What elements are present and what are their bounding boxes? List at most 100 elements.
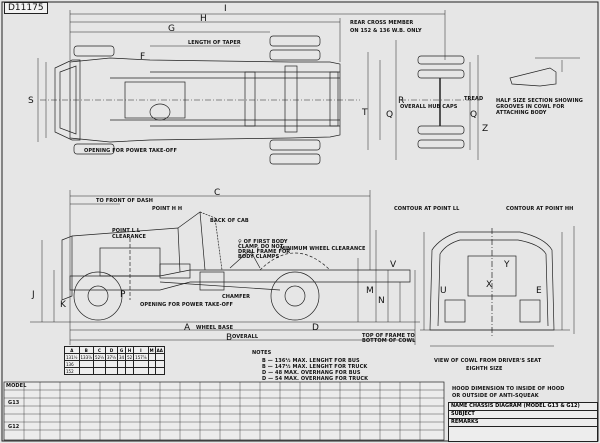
dim-letter-c: C: [214, 188, 221, 198]
cell: [133, 367, 149, 375]
table-row: 136: [64, 360, 165, 368]
to-front-of-dash-label: TO FRONT OF DASH: [96, 198, 154, 204]
cell: 34: [116, 353, 127, 361]
cell: 157⅞: [133, 353, 149, 361]
dim-letter-e: E: [536, 286, 542, 296]
col-d: D: [105, 346, 118, 354]
tread-label: TREAD: [464, 96, 484, 102]
half-size-section-label: HALF SIZE SECTION SHOWING GROOVES IN COW…: [496, 98, 583, 116]
cell: [78, 367, 95, 375]
dim-letter-x: X: [486, 280, 493, 290]
dim-letter-y: Y: [504, 260, 510, 270]
note-1: B — 136½ MAX. LENGHT FOR BUS: [262, 358, 360, 364]
drawing-id: D11175: [4, 2, 48, 14]
eighth-size-label: EIGHTH SIZE: [466, 366, 503, 372]
dim-letter-a: A: [184, 323, 191, 333]
col-b: B: [78, 346, 95, 354]
side-view-chassis: [30, 211, 420, 323]
col-a: A: [64, 346, 80, 354]
dim-letter-t: T: [362, 108, 368, 118]
dim-letter-j: J: [32, 290, 35, 300]
dim-letter-p: P: [120, 290, 126, 300]
dim-letter-s: S: [28, 96, 34, 106]
title-subject: SUBJECT: [449, 411, 597, 419]
cell: [147, 367, 156, 375]
col-h: H: [125, 346, 135, 354]
title-block: NAME CHASSIS DIAGRAM (MODEL G13 & G12) S…: [448, 402, 598, 442]
cell: [147, 360, 156, 368]
col-i: I: [133, 346, 149, 354]
cell: [154, 360, 165, 368]
cell: 52½: [93, 353, 106, 361]
col-g: G: [116, 346, 127, 354]
cell: [125, 360, 135, 368]
title-remarks: REMARKS: [449, 419, 597, 427]
dim-letter-d: D: [312, 323, 319, 333]
contour-point-ll-label: CONTOUR AT POINT LL: [394, 206, 460, 212]
dim-letter-q2: Q: [470, 110, 478, 120]
view-of-cowl-label: VIEW OF COWL FROM DRIVER'S SEAT: [434, 358, 542, 364]
top-view-chassis: [40, 35, 360, 165]
opening-pto-label: OPENING FOR POWER TAKE-OFF: [84, 148, 178, 154]
table-row: 152: [64, 367, 165, 375]
cell: [78, 360, 95, 368]
minimum-wheel-clearance-label: MINIMUM WHEEL CLEARANCE: [280, 246, 366, 252]
model-row-g13: G13: [8, 400, 20, 406]
cell: 52: [125, 353, 135, 361]
cell: [105, 360, 118, 368]
opening-pto-side-label: OPENING FOR POWER TAKE-OFF: [140, 302, 234, 308]
col-m: M: [147, 346, 156, 354]
cowl-view: [420, 226, 575, 347]
cell: 133⅞: [78, 353, 95, 361]
back-of-cab-label: BACK OF CAB: [210, 218, 249, 224]
cell: [116, 360, 127, 368]
dim-letter-b: B: [226, 333, 233, 343]
overall-hub-caps-label: OVERALL HUB CAPS: [400, 104, 458, 110]
dim-letter-g: G: [168, 24, 175, 34]
rear-cross-member-note: ON 152 & 136 W.B. ONLY: [350, 28, 422, 34]
dim-letter-k: K: [60, 300, 66, 310]
half-size-section: [509, 57, 580, 87]
cell: 152: [64, 367, 80, 375]
note-4: D — 54 MAX. OVERHANG FOR TRUCK: [262, 376, 369, 382]
dim-letter-r: R: [398, 96, 405, 106]
title-name: NAME CHASSIS DIAGRAM (MODEL G13 & G12): [449, 403, 597, 411]
rear-cross-member-label: REAR CROSS MEMBER: [350, 20, 414, 26]
cell: [93, 367, 106, 375]
dim-letter-u: U: [440, 286, 447, 296]
cell: [125, 367, 135, 375]
cell: 136: [64, 360, 80, 368]
cell: [147, 353, 156, 361]
chamfer-label: CHAMFER: [222, 294, 251, 300]
dim-letter-f: F: [140, 52, 146, 62]
dim-letter-v: V: [390, 260, 397, 270]
rear-axle-top-view: [400, 55, 480, 149]
cell: [105, 367, 118, 375]
note-3: D — 48 MAX. OVERHANG FOR BUS: [262, 370, 361, 376]
dimension-table: A B C D G H I M AA 131½ 133⅞ 52½ 37½ 34 …: [64, 346, 165, 375]
point-hh-label: POINT H H: [152, 206, 183, 212]
cell: [154, 367, 165, 375]
cell: [116, 367, 127, 375]
cell: 131½: [64, 353, 80, 361]
overall-side-label: OVERALL: [232, 334, 259, 340]
cell: [93, 360, 106, 368]
model-header: MODEL: [6, 383, 27, 389]
hood-dimension-note: HOOD DIMENSION TO INSIDE OF HOOD: [452, 386, 565, 392]
dim-letter-h: H: [200, 14, 207, 24]
top-of-frame-label: TOP OF FRAME TO BOTTOM OF COWL: [362, 333, 416, 344]
dim-letter-i: I: [224, 4, 227, 14]
col-c: C: [93, 346, 106, 354]
wheel-base-label: WHEEL BASE: [196, 325, 234, 331]
model-row-g12: G12: [8, 424, 20, 430]
contour-point-hh-label: CONTOUR AT POINT HH: [506, 206, 574, 212]
notes-heading: NOTES: [252, 350, 272, 356]
col-aa: AA: [154, 346, 165, 354]
top-dimensions: [37, 10, 479, 160]
dim-letter-n: N: [378, 296, 385, 306]
dimension-table-header: A B C D G H I M AA: [64, 346, 165, 354]
clearance-label: CLEARANCE: [112, 234, 147, 240]
note-2: B — 147½ MAX. LENGHT FOR TRUCK: [262, 364, 368, 370]
